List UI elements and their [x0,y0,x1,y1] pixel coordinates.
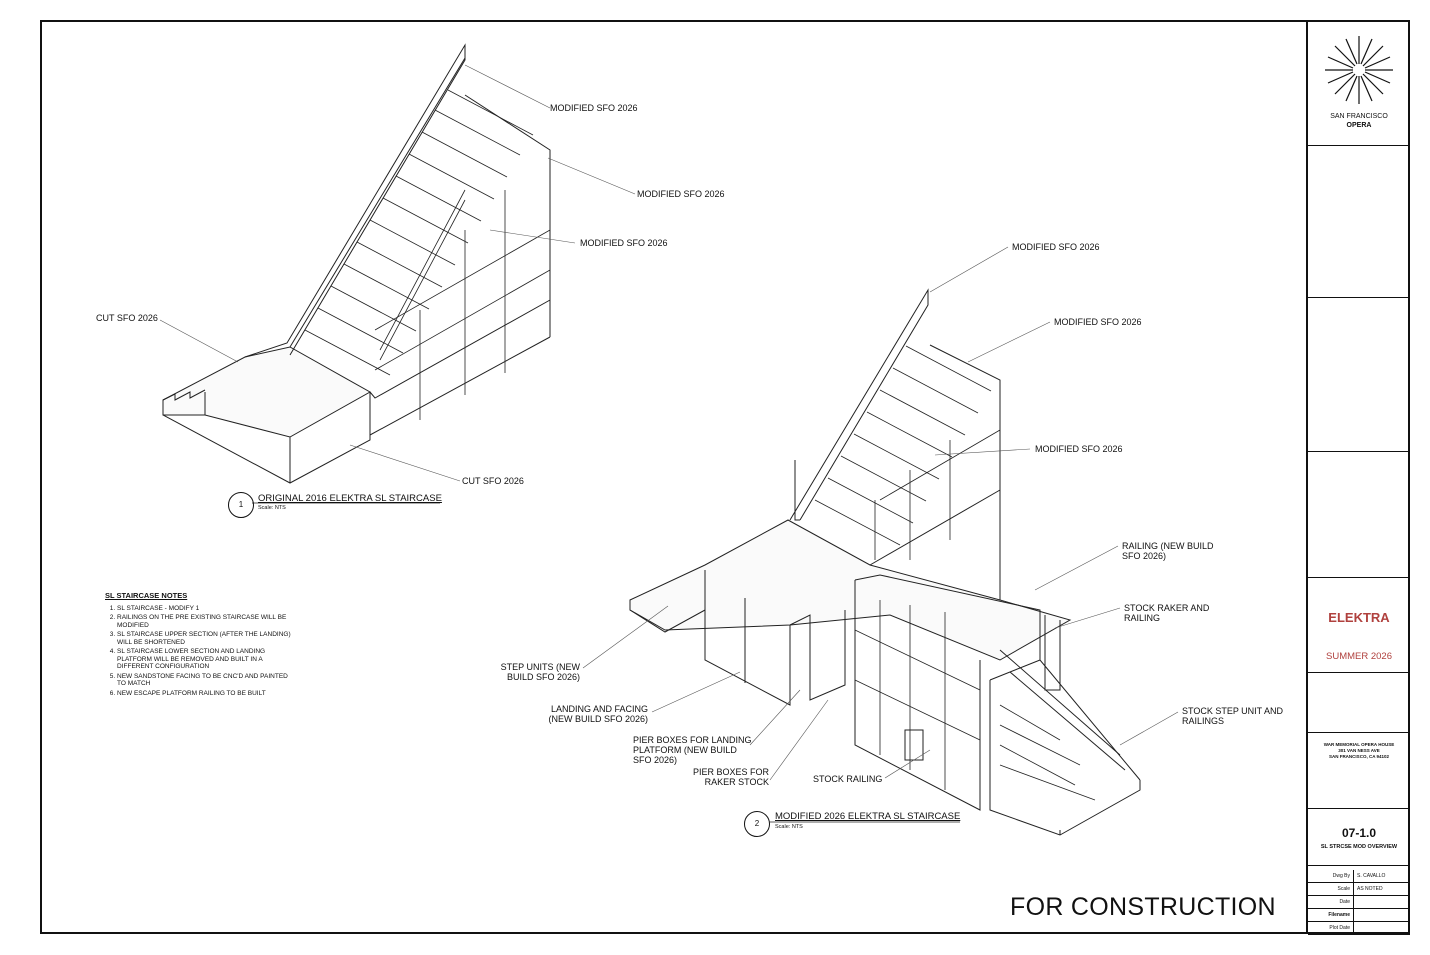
original-staircase-drawing [159,43,636,484]
drawing-sheet-border [40,20,1410,934]
modified-staircase-drawing [582,246,1179,836]
view-number-bubble: 1 [228,492,254,518]
note-item: SL STAIRCASE UPPER SECTION (AFTER THE LA… [117,631,291,646]
venue-name: WAR MEMORIAL OPERA HOUSE [1323,742,1395,747]
callout-modified-2: MODIFIED SFO 2026 [637,189,725,199]
note-item: SL STAIRCASE - MODIFY 1 [117,605,291,613]
view-title: ORIGINAL 2016 ELEKTRA SL STAIRCASE [258,493,442,504]
info-value [1354,922,1357,934]
callout-stock-raker: STOCK RAKER AND RAILING [1124,603,1210,623]
callout-step-units: STEP UNITS (NEW BUILD SFO 2026) [500,662,580,682]
callout-modified-2: MODIFIED SFO 2026 [1054,317,1142,327]
callout-cut-1: CUT SFO 2026 [96,313,158,323]
logo-text-line1: SAN FRANCISCO [1330,113,1388,120]
revision-cell [1308,298,1410,452]
sheet-number: 07-1.0 [1341,826,1377,840]
note-item: RAILINGS ON THE PRE EXISTING STAIRCASE W… [117,614,291,629]
credits-cell [1308,673,1410,733]
callout-landing-facing: LANDING AND FACING (NEW BUILD SFO 2026) [548,704,648,724]
production-cell: ELEKTRA SUMMER 2026 [1308,578,1410,673]
note-item: NEW ESCAPE PLATFORM RAILING TO BE BUILT [117,690,291,698]
callout-railing: RAILING (NEW BUILD SFO 2026) [1122,541,1214,561]
callout-modified-3: MODIFIED SFO 2026 [1035,444,1123,454]
view-scale: Scale: NTS [775,824,803,830]
production-title: ELEKTRA [1328,610,1390,625]
callout-modified-1: MODIFIED SFO 2026 [550,103,638,113]
production-season: SUMMER 2026 [1326,651,1392,662]
view-title: MODIFIED 2026 ELEKTRA SL STAIRCASE [775,811,961,822]
title-block: SAN FRANCISCO OPERA ELEKTRA SUMMER 2026 … [1306,20,1410,935]
note-item: SL STAIRCASE LOWER SECTION AND LANDING P… [117,648,291,671]
info-value: AS NOTED [1357,886,1383,892]
blank-cell [1308,452,1410,578]
info-row: Date [1308,896,1410,909]
info-value: S. CAVALLO [1357,873,1386,879]
logo-text-line2: OPERA [1346,122,1372,129]
sheet-cell: 07-1.0 SL STRCSE MOD OVERVIEW [1308,809,1410,866]
callout-modified-3: MODIFIED SFO 2026 [580,238,668,248]
view-scale: Scale: NTS [258,505,286,511]
for-construction-stamp: FOR CONSTRUCTION [1010,893,1276,921]
staircase-notes: SL STAIRCASE NOTES SL STAIRCASE - MODIFY… [105,592,291,699]
info-label: Scale [1308,883,1354,895]
info-label: Filename [1308,909,1354,921]
note-item: NEW SANDSTONE FACING TO BE CNC'D AND PAI… [117,673,291,688]
info-row: Filename [1308,909,1410,922]
info-row: Plot Date [1308,922,1410,935]
notes-title: SL STAIRCASE NOTES [105,591,188,600]
issue-cell [1308,146,1410,298]
venue-address: 301 VAN NESS AVE [1338,748,1380,753]
view-number-bubble: 2 [744,811,770,837]
callout-cut-2: CUT SFO 2026 [462,476,524,486]
opera-logo-icon [1325,36,1393,104]
callout-stock-railing: STOCK RAILING [813,774,883,784]
callout-pier-boxes-landing: PIER BOXES FOR LANDING PLATFORM (NEW BUI… [633,735,752,765]
callout-modified-1: MODIFIED SFO 2026 [1012,242,1100,252]
info-label: Plot Date [1308,922,1354,934]
info-label: Date [1308,896,1354,908]
sheet-title: SL STRCSE MOD OVERVIEW [1320,844,1398,850]
info-label: Dwg By [1308,870,1354,882]
venue-cell: WAR MEMORIAL OPERA HOUSE 301 VAN NESS AV… [1308,733,1410,809]
callout-pier-boxes-raker: PIER BOXES FOR RAKER STOCK [692,767,769,787]
callout-stock-step-unit: STOCK STEP UNIT AND RAILINGS [1182,706,1284,726]
venue-city: SAN FRANCISCO, CA 94102 [1328,754,1390,759]
info-value [1354,909,1357,921]
info-value [1354,896,1357,908]
logo-cell: SAN FRANCISCO OPERA [1308,20,1410,146]
